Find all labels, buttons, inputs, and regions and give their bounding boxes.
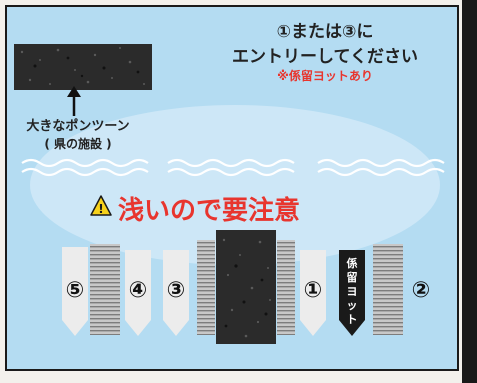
slot-3-label: ③ — [167, 278, 186, 303]
berth-slot-5: ⑤ — [62, 247, 88, 336]
berth-slot-3: ③ — [163, 250, 189, 336]
entry-instruction-line1: ①または③に — [277, 22, 374, 42]
large-pontoon — [14, 44, 152, 90]
finger-pier-4 — [373, 244, 403, 335]
pontoon-arrow — [67, 86, 81, 116]
berth-slot-1: ① — [300, 250, 326, 336]
moored-yacht: 係 留 ヨ ッ ト — [339, 250, 365, 336]
moored-yacht-char-4: ッ — [347, 299, 358, 312]
moored-yacht-note: ※係留ヨットあり — [277, 68, 373, 83]
berth-slot-2: ② — [412, 278, 431, 303]
moored-yacht-char-3: ヨ — [347, 285, 358, 298]
wave-lines — [21, 158, 445, 177]
entry-instruction-line2: エントリーしてください — [232, 47, 418, 67]
finger-pier-3 — [277, 240, 295, 335]
finger-pier-1 — [90, 244, 120, 335]
central-pontoon — [216, 230, 276, 344]
warning-triangle-glyph: ! — [98, 202, 103, 216]
pontoon-label-line1: 大きなポンツーン — [26, 118, 129, 134]
map-frame — [5, 5, 459, 371]
slot-2-label: ② — [412, 278, 431, 303]
moored-yacht-char-1: 係 — [347, 256, 358, 270]
shallow-warning-text: 浅いので要注意 — [118, 195, 300, 226]
moored-yacht-char-5: ト — [347, 313, 358, 326]
slot-1-label: ① — [304, 278, 323, 303]
moored-yacht-char-2: 留 — [347, 270, 358, 284]
warning-triangle-icon: ! — [90, 195, 112, 216]
slot-4-label: ④ — [129, 278, 148, 303]
berth-slot-4: ④ — [125, 250, 151, 336]
right-edge-bar — [462, 0, 477, 383]
slot-5-label: ⑤ — [66, 278, 85, 303]
dock-row: ⑤ ④ ③ — [62, 230, 430, 344]
finger-pier-2 — [197, 240, 215, 335]
pontoon-label-line2: ( 県の施設 ) — [44, 136, 111, 151]
shallow-zone — [30, 105, 440, 265]
